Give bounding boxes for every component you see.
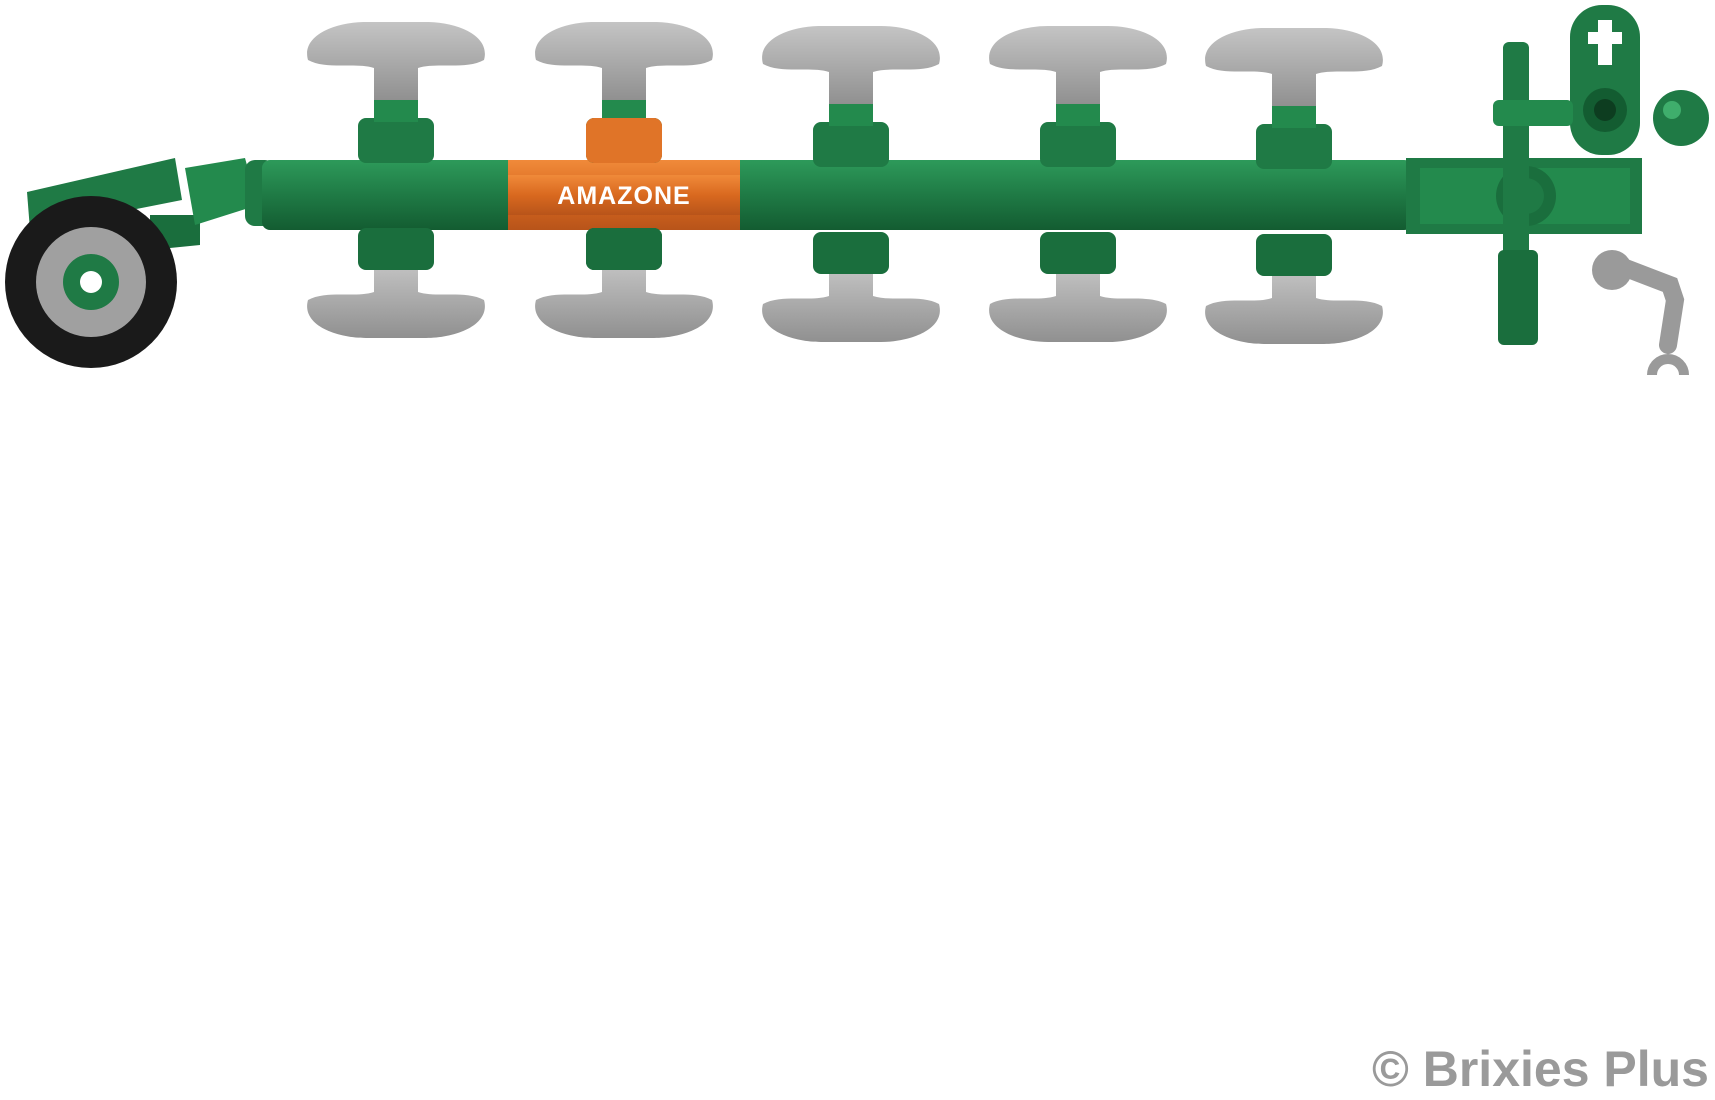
brand-label: AMAZONE [557,182,690,210]
main-beam [262,160,1412,230]
copyright-watermark: © Brixies Plus [1372,1041,1709,1097]
hitch-hook [1592,250,1689,376]
wheel [5,196,177,368]
three-point-hitch [1406,5,1709,345]
plough-body-2 [535,22,713,338]
